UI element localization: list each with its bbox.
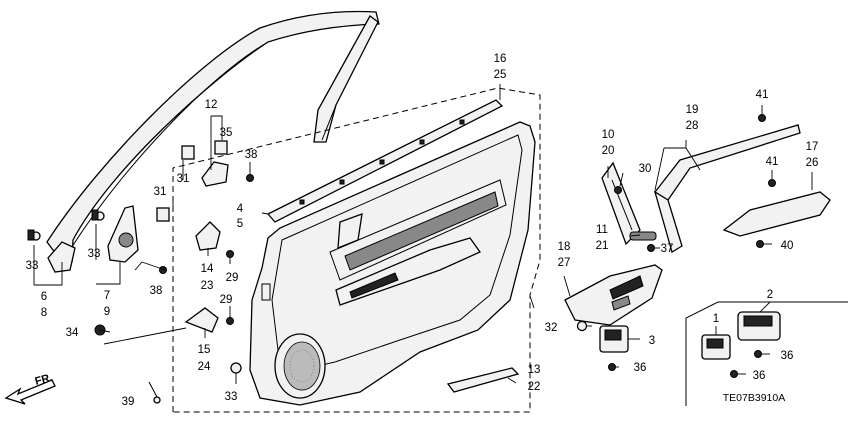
speaker-grille — [274, 333, 326, 399]
callout-36-right-lower: 36 — [753, 370, 766, 382]
callout-26: 26 — [806, 157, 819, 169]
callout-15: 15 — [198, 344, 211, 356]
callout-36-right-upper: 36 — [781, 350, 794, 362]
callout-20: 20 — [602, 145, 615, 157]
callout-38-top: 38 — [245, 149, 258, 161]
callout-41-upper: 41 — [756, 89, 769, 101]
callout-3: 3 — [649, 335, 655, 347]
diagram-code: TE07B3910A — [723, 392, 785, 404]
callout-38-left: 38 — [150, 285, 163, 297]
callout-19: 19 — [686, 104, 699, 116]
screw-36-right-lower — [730, 370, 738, 378]
callout-29-upper: 29 — [226, 272, 239, 284]
callout-29-lower: 29 — [220, 294, 233, 306]
clip-30 — [614, 186, 622, 194]
clip-33-mid — [91, 209, 105, 221]
screw-37 — [647, 244, 655, 252]
switch-inset-frame — [685, 301, 848, 406]
window-switch-1 — [701, 334, 731, 360]
clip-31-lower — [156, 207, 170, 222]
callout-39: 39 — [122, 396, 135, 408]
callout-34: 34 — [66, 327, 79, 339]
callout-5: 5 — [237, 218, 243, 230]
front-marker: FR. — [34, 372, 54, 388]
callout-23: 23 — [201, 280, 214, 292]
callout-33-bottom: 33 — [225, 391, 238, 403]
screw-39 — [148, 381, 161, 404]
callout-31-lower: 31 — [154, 186, 167, 198]
callout-40: 40 — [781, 240, 794, 252]
callout-41-lower: 41 — [766, 156, 779, 168]
screw-36-center — [608, 363, 616, 371]
callout-13: 13 — [528, 364, 541, 376]
screw-29-lower — [226, 317, 234, 325]
clip-41-lower — [768, 179, 776, 187]
callout-9: 9 — [104, 306, 110, 318]
switch-panel — [564, 264, 663, 326]
pillar-garnish — [313, 15, 379, 143]
callout-24: 24 — [198, 361, 211, 373]
bracket-14 — [195, 221, 221, 251]
front-arrow-icon: FR. — [4, 372, 56, 405]
callout-36-center: 36 — [634, 362, 647, 374]
callout-33-left: 33 — [26, 260, 39, 272]
clip-33-left — [27, 229, 41, 241]
screw-40 — [756, 240, 764, 248]
callout-17: 17 — [806, 141, 819, 153]
callout-12: 12 — [205, 99, 218, 111]
callout-1: 1 — [713, 313, 719, 325]
callout-10: 10 — [602, 129, 615, 141]
screw-38-left — [159, 266, 167, 274]
callout-11: 11 — [596, 224, 608, 236]
callout-14: 14 — [201, 263, 214, 275]
callout-37: 37 — [661, 243, 674, 255]
callout-7: 7 — [104, 290, 110, 302]
clip-41-upper — [758, 114, 766, 122]
armrest-pad — [722, 191, 831, 237]
callout-31-upper: 31 — [177, 173, 190, 185]
window-switch-2 — [737, 311, 781, 341]
clip-33-bottom — [230, 362, 242, 374]
master-switch-3 — [599, 325, 629, 353]
callout-4: 4 — [237, 203, 244, 215]
callout-6: 6 — [41, 291, 47, 303]
door-lining — [249, 121, 536, 406]
callout-2: 2 — [767, 289, 773, 301]
callout-8: 8 — [41, 307, 47, 319]
screw-29-upper — [226, 250, 234, 258]
callout-16: 16 — [494, 53, 507, 65]
callout-labels: 12 35 31 38 31 4 5 16 25 33 33 6 8 7 9 3… — [26, 53, 819, 408]
clip-32 — [576, 320, 588, 332]
tweeter-cover — [107, 205, 139, 263]
sill-trim — [446, 367, 520, 393]
callout-30: 30 — [639, 163, 652, 175]
clip-31-upper — [181, 145, 195, 160]
mirror-cover-strip — [47, 241, 76, 273]
clip-35 — [214, 140, 228, 155]
window-garnish — [653, 124, 801, 253]
door-lining-frame — [172, 87, 541, 413]
screw-38-top — [246, 174, 254, 182]
callout-33-mid: 33 — [88, 248, 101, 260]
inner-weatherstrip — [266, 99, 504, 223]
callout-22: 22 — [528, 381, 541, 393]
callout-32: 32 — [545, 322, 558, 334]
callout-21: 21 — [596, 240, 609, 252]
bracket-15 — [184, 307, 219, 333]
callout-18: 18 — [558, 241, 571, 253]
leader-lines — [33, 84, 813, 384]
screw-36-right-upper — [754, 350, 762, 358]
door-sash-molding — [46, 10, 380, 263]
callout-25: 25 — [494, 69, 507, 81]
callout-35: 35 — [220, 127, 233, 139]
bracket-12 — [201, 161, 229, 187]
callout-27: 27 — [558, 257, 571, 269]
callout-28: 28 — [686, 120, 699, 132]
